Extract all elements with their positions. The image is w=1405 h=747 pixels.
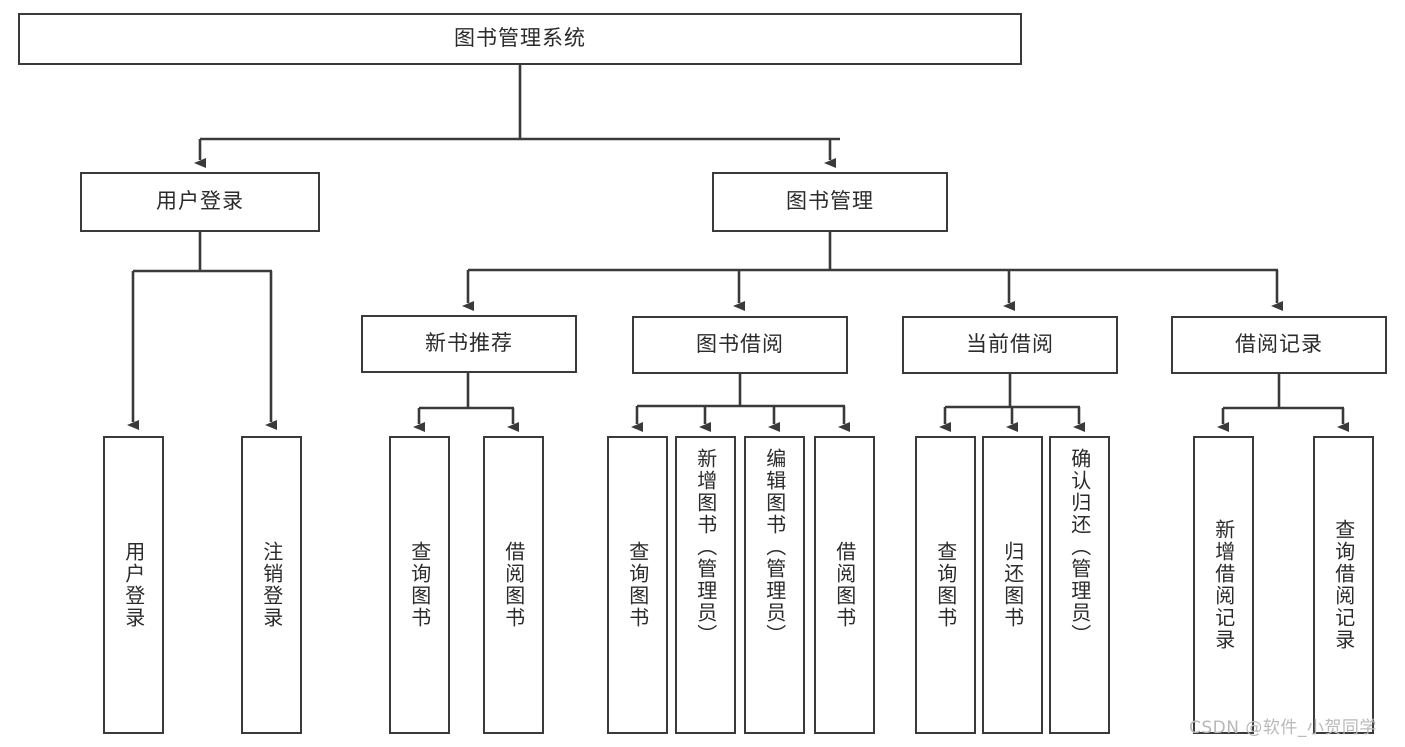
leaf-label: 新增借阅记录 [1211, 519, 1236, 651]
leaf-current-query-book[interactable]: 查询图书 [915, 436, 976, 734]
leaf-label: 编辑图书（管理员） [762, 448, 787, 646]
node-root-label: 图书管理系统 [454, 26, 586, 51]
node-borrow-record-label: 借阅记录 [1235, 332, 1323, 357]
node-book-management[interactable]: 图书管理 [712, 172, 948, 232]
leaf-record-add-record[interactable]: 新增借阅记录 [1193, 436, 1254, 734]
node-new-book-recommend-label: 新书推荐 [425, 331, 513, 356]
watermark-text: CSDN @软件_小贺同学 [1189, 718, 1377, 738]
node-current-borrow[interactable]: 当前借阅 [902, 316, 1118, 374]
node-current-borrow-label: 当前借阅 [966, 332, 1054, 357]
node-book-borrow[interactable]: 图书借阅 [632, 316, 848, 374]
node-book-management-label: 图书管理 [786, 189, 874, 214]
leaf-label: 用户登录 [121, 541, 146, 629]
leaf-label: 借阅图书 [501, 541, 526, 629]
leaf-user-login-login[interactable]: 用户登录 [103, 436, 164, 734]
leaf-label: 新增图书（管理员） [693, 448, 718, 646]
leaf-label: 查询图书 [933, 541, 958, 629]
leaf-borrow-query-book[interactable]: 查询图书 [607, 436, 668, 734]
leaf-borrow-borrow-book[interactable]: 借阅图书 [814, 436, 875, 734]
leaf-user-login-logout[interactable]: 注销登录 [241, 436, 302, 734]
leaf-current-return-book[interactable]: 归还图书 [982, 436, 1043, 734]
node-book-borrow-label: 图书借阅 [696, 332, 784, 357]
node-new-book-recommend[interactable]: 新书推荐 [361, 315, 577, 373]
leaf-label: 注销登录 [259, 541, 284, 629]
leaf-current-confirm-return[interactable]: 确认归还（管理员） [1049, 436, 1110, 734]
leaf-label: 确认归还（管理员） [1067, 448, 1092, 646]
leaf-label: 查询图书 [625, 541, 650, 629]
leaf-label: 借阅图书 [832, 541, 857, 629]
node-root[interactable]: 图书管理系统 [18, 13, 1022, 65]
leaf-recommend-query-book[interactable]: 查询图书 [389, 436, 450, 734]
node-user-login[interactable]: 用户登录 [80, 172, 320, 232]
node-borrow-record[interactable]: 借阅记录 [1171, 316, 1387, 374]
leaf-recommend-borrow-book[interactable]: 借阅图书 [483, 436, 544, 734]
leaf-borrow-add-book[interactable]: 新增图书（管理员） [675, 436, 736, 734]
leaf-borrow-edit-book[interactable]: 编辑图书（管理员） [744, 436, 805, 734]
leaf-label: 归还图书 [1000, 541, 1025, 629]
leaf-record-query-record[interactable]: 查询借阅记录 [1313, 436, 1374, 734]
leaf-label: 查询借阅记录 [1331, 519, 1356, 651]
leaf-label: 查询图书 [407, 541, 432, 629]
node-user-login-label: 用户登录 [156, 189, 244, 214]
